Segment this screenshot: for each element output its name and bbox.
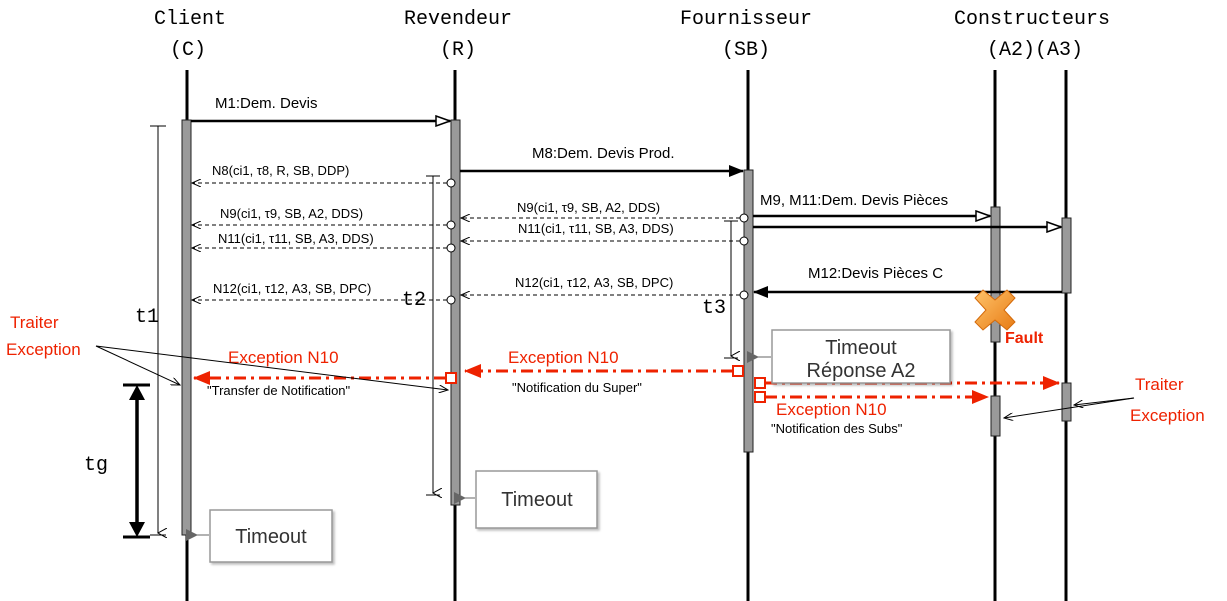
traiter-left-line2: Exception [6,340,81,359]
timer-brackets [150,125,738,535]
actor-revendeur-name: Revendeur [404,8,512,31]
actor-fournisseur-id: (SB) [722,39,770,62]
timeout-client-label: Timeout [235,526,307,548]
notif-n11-rev-label: N11(ci1, τ11, SB, A3, DDS) [518,221,674,236]
message-m9-label: M9, M11:Dem. Devis Pièces [760,192,948,209]
notif-n8-client-label: N8(ci1, τ8, R, SB, DDP) [212,163,349,178]
timeout-revendeur: Timeout [454,470,598,529]
notif-n9-client-label: N9(ci1, τ9, SB, A2, DDS) [220,206,363,221]
traiter-right-line1: Traiter [1135,375,1184,394]
activation-bars [181,119,1072,536]
notif-n12-rev-label: N12(ci1, τ12, A3, SB, DPC) [515,275,673,290]
actor-constructeurs-name: Constructeurs [954,8,1110,31]
activation-revendeur [450,119,461,506]
timeout-client: Timeout [186,509,333,563]
notif-super-label: "Notification du Super" [512,380,642,395]
exception-middle-label: Exception N10 [508,348,619,367]
activation-client [181,119,192,536]
notif-n9-rev-label: N9(ci1, τ9, SB, A2, DDS) [517,200,660,215]
activation-a2-1 [990,206,1001,343]
exception-right-label: Exception N10 [776,400,887,419]
notification-origins [446,178,749,305]
exception-origins [445,365,766,403]
timeout-fournisseur-label-2: Réponse A2 [807,360,916,382]
message-m1-label: M1:Dem. Devis [215,95,318,112]
timer-t3-label: t3 [702,297,726,320]
activation-a2-2 [990,395,1001,437]
activation-a3-2 [1061,382,1072,422]
fault-icon [974,289,1016,331]
actor-client-id: (C) [170,39,206,62]
actor-fournisseur-name: Fournisseur [680,8,812,31]
traiter-pointers [95,345,1135,418]
timeout-fournisseur: Timeout Réponse A2 [747,329,951,384]
notif-n11-client-label: N11(ci1, τ11, SB, A3, DDS) [218,231,374,246]
activation-a3-1 [1061,217,1072,294]
notif-n12-client-label: N12(ci1, τ12, A3, SB, DPC) [213,281,371,296]
fault-label: Fault [1005,330,1044,347]
request-messages [191,121,1062,298]
actor-revendeur-id: (R) [440,39,476,62]
timer-tg-bracket [123,383,150,539]
timeout-revendeur-label: Timeout [501,489,573,511]
actor-client-name: Client [154,8,226,31]
message-m8-label: M8:Dem. Devis Prod. [532,145,675,162]
activation-fournisseur [743,169,754,453]
traiter-right-line2: Exception [1130,406,1205,425]
timer-t1-label: t1 [135,306,159,329]
notif-subs-label: "Notification des Subs" [771,421,903,436]
exception-arrows [193,364,1060,404]
traiter-left-line1: Traiter [10,313,59,332]
exception-left-label: Exception N10 [228,348,339,367]
timer-tg-label: tg [84,454,108,477]
timeout-fournisseur-label-1: Timeout [825,337,897,359]
notification-arrows [192,183,740,300]
message-m12-label: M12:Devis Pièces C [808,265,943,282]
actor-constructeurs-id: (A2)(A3) [987,39,1083,62]
timer-t2-label: t2 [402,289,426,312]
notif-transfer-label: "Transfer de Notification" [207,383,351,398]
